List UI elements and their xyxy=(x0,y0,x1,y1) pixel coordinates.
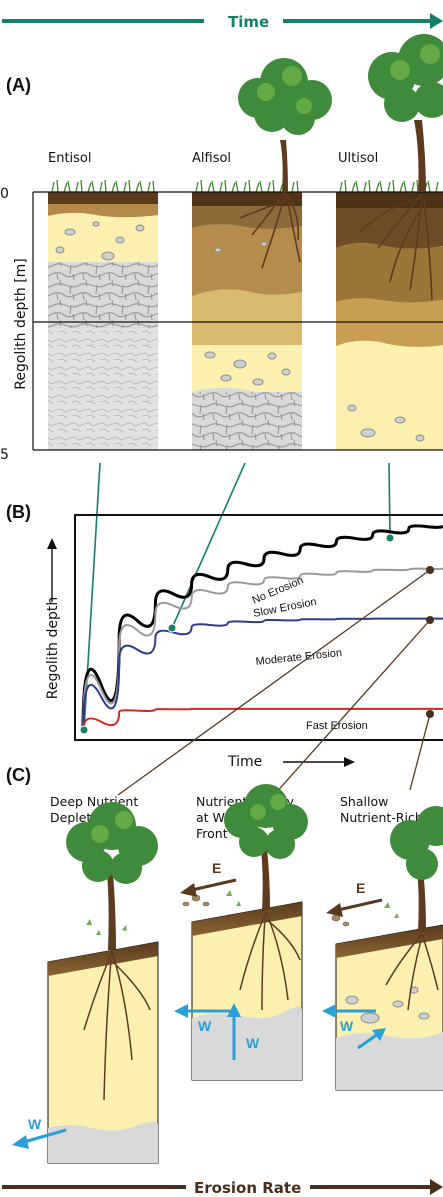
depth-tick-0: 0 xyxy=(0,186,9,202)
series-line-fast-erosion xyxy=(82,707,443,733)
panel-c-label: (C) xyxy=(6,765,31,785)
weathering-label-3: W xyxy=(246,1035,260,1051)
regolith-chart: No Erosion Slow Erosion Moderate Erosion… xyxy=(74,514,443,741)
connector-lines-b-to-c xyxy=(117,569,431,796)
grass-entisol xyxy=(51,179,155,193)
connector-lines-a-to-b xyxy=(83,462,391,731)
grass-alfisol xyxy=(195,179,299,193)
panel-a-label: (A) xyxy=(6,75,31,95)
hillslope-block-2 xyxy=(182,784,308,1081)
grass-ultisol xyxy=(339,179,439,193)
erosion-label-1: E xyxy=(212,860,221,876)
y-axis-arrowhead xyxy=(47,538,57,549)
soil-label-alfisol: Alfisol xyxy=(192,151,231,166)
series-line-moderate-erosion xyxy=(82,617,443,733)
soil-label-entisol: Entisol xyxy=(48,151,92,166)
erosion-flux-arrow-1: E xyxy=(180,860,237,897)
time-arrow-label: Time xyxy=(228,13,269,31)
erosion-rate-arrow-label: Erosion Rate xyxy=(194,1179,301,1197)
regolith-depth-axis-label: Regolith depth [m] xyxy=(13,258,29,390)
label-fast-erosion: Fast Erosion xyxy=(306,720,368,732)
erosion-rate-arrow: Erosion Rate xyxy=(2,1179,443,1197)
tree-ultisol xyxy=(359,34,443,301)
panel-b-label: (B) xyxy=(6,502,31,522)
alfisol-profile xyxy=(192,192,302,450)
erosion-label-2: E xyxy=(356,880,365,896)
entisol-profile xyxy=(48,192,158,450)
note-shallow-nutrient-rich: Shallow Nutrient-Rich xyxy=(340,794,423,825)
depth-tick-5: 5 xyxy=(0,447,9,463)
hillslope-block-3 xyxy=(331,806,443,1091)
connector-dots xyxy=(79,533,434,735)
series-line-no-erosion xyxy=(81,524,443,733)
weathering-label-1: W xyxy=(28,1116,42,1132)
x-axis-arrowhead xyxy=(344,757,355,767)
soil-label-ultisol: Ultisol xyxy=(338,151,378,166)
tree-alfisol xyxy=(238,58,332,269)
weathering-flux-arrows xyxy=(12,1003,386,1149)
chart-y-axis-label: Regolith depth xyxy=(45,597,61,700)
weathering-label-4: W xyxy=(340,1018,354,1034)
chart-frame xyxy=(74,514,443,741)
series-line-slow-erosion xyxy=(82,567,443,733)
weathering-label-2: W xyxy=(198,1018,212,1034)
chart-x-axis-label: Time xyxy=(227,754,262,770)
erosion-flux-arrow-2: E xyxy=(326,880,383,917)
hillslope-block-1 xyxy=(47,802,159,1164)
time-arrow: Time xyxy=(2,13,443,31)
